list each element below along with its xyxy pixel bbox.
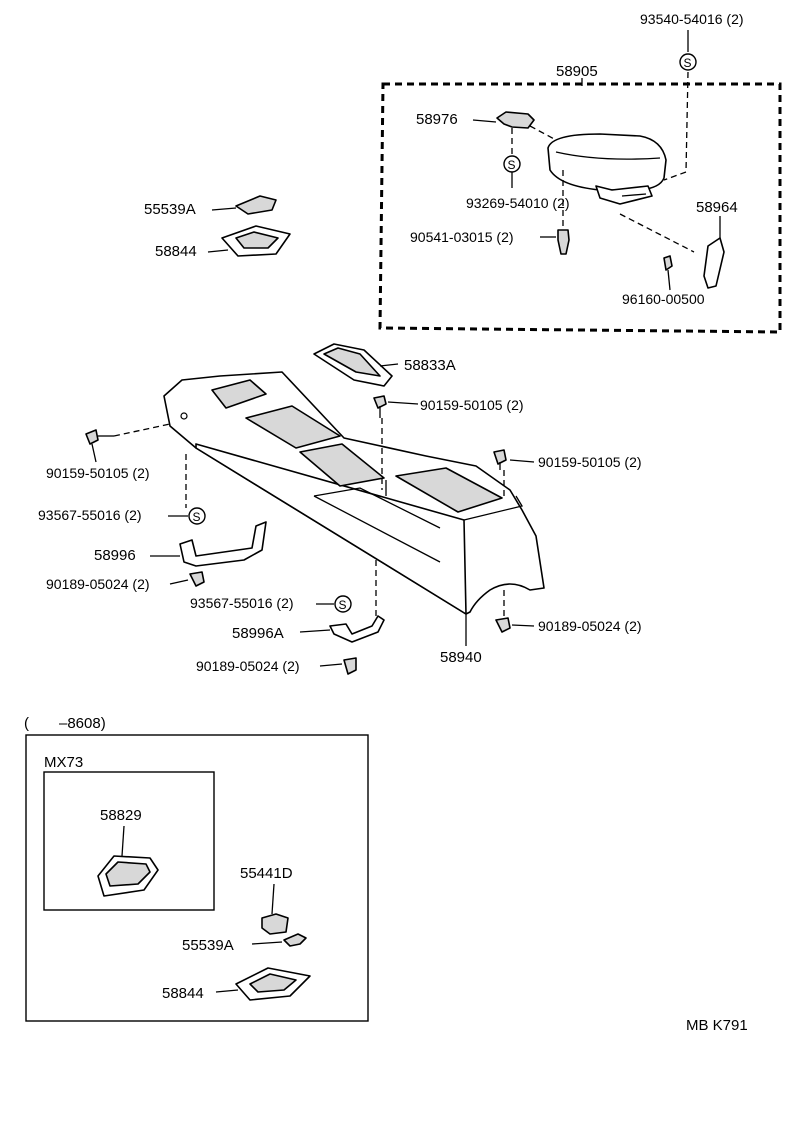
spring-96160 (663, 255, 673, 271)
leader-90189-center (319, 663, 343, 667)
panel-55539a-top (235, 195, 277, 215)
latch-58964 (703, 237, 725, 289)
label-90541-03015: 90541-03015 (2) (410, 229, 514, 245)
panel-group-top-left: 55539A 58844 (144, 195, 291, 260)
leader-58976 (472, 119, 497, 123)
leader-90189-right (511, 624, 535, 627)
leader-55441d (271, 883, 275, 915)
figure-code: MB K791 (686, 1017, 748, 1034)
label-90189-center: 90189-05024 (2) (196, 658, 300, 674)
label-90189-right: 90189-05024 (2) (538, 618, 642, 634)
svg-text:S: S (339, 598, 347, 612)
bolt-90159-left (85, 429, 114, 463)
label-55539a-top: 55539A (144, 201, 196, 218)
label-58833a: 58833A (404, 357, 456, 374)
clip-s-icon: S (334, 595, 352, 613)
leader-58996a (299, 629, 331, 633)
label-58996a: 58996A (232, 625, 284, 642)
armrest-assembly-group: 58905 93540-54016 (2) S 58976 S 93269-54… (378, 11, 782, 334)
label-58829: 58829 (100, 807, 142, 824)
nut-90189-center (343, 657, 357, 675)
center-console-58940: 58940 (163, 371, 545, 666)
hinge-58976 (496, 111, 535, 129)
tray-58829 (97, 855, 159, 897)
armrest-lid (547, 133, 667, 205)
nut-90189-left (189, 571, 205, 587)
label-58844-top: 58844 (155, 243, 197, 260)
inset-border (25, 734, 369, 1022)
label-96160-00500: 96160-00500 (622, 291, 705, 307)
svg-text:S: S (193, 510, 201, 524)
leader-90189-left (169, 579, 189, 585)
bracket-58996a (329, 615, 385, 643)
switch-55441d (261, 913, 289, 935)
bolt-90159-center (373, 395, 419, 418)
dash-hinge-lid (529, 125, 557, 141)
svg-text:S: S (684, 56, 692, 70)
label-inset-range: ( –8608) (24, 715, 106, 732)
bracket-58996 (179, 521, 267, 567)
bolt-90159-right (493, 449, 535, 470)
label-58844-inset: 58844 (162, 985, 204, 1002)
dash-lid-latch (619, 213, 695, 253)
label-58940: 58940 (440, 649, 482, 666)
label-58964: 58964 (696, 199, 738, 216)
label-93567-left: 93567-55016 (2) (38, 507, 142, 523)
label-90189-left: 90189-05024 (2) (46, 576, 150, 592)
label-58996: 58996 (94, 547, 136, 564)
dash-93540-to-lid (685, 71, 689, 173)
leader-58829 (121, 825, 125, 857)
leader-96160 (667, 269, 671, 291)
leader-58844-top (207, 249, 229, 253)
label-58905: 58905 (556, 63, 598, 80)
svg-text:S: S (508, 158, 516, 172)
tray-58833a-group: 58833A (313, 343, 456, 387)
leader-55539a-inset (251, 941, 283, 945)
inset-group: ( –8608) MX73 58829 55441D 55539A 58844 (24, 715, 369, 1022)
label-90159-right: 90159-50105 (2) (538, 454, 642, 470)
label-55441d: 55441D (240, 865, 293, 882)
label-90159-left: 90159-50105 (2) (46, 465, 150, 481)
label-58976: 58976 (416, 111, 458, 128)
panel-58844-inset (235, 967, 311, 1001)
leader-58833a (379, 363, 399, 367)
leader-58844-inset (215, 989, 239, 993)
nut-90189-right (495, 617, 511, 633)
dash-left-bolt (113, 423, 171, 437)
panel-58844-top (221, 225, 291, 257)
mx73-border (43, 771, 215, 911)
label-90159-center: 90159-50105 (2) (420, 397, 524, 413)
clip-s-icon: S (679, 53, 697, 71)
panel-55539a-inset (283, 933, 307, 947)
label-93269-54010: 93269-54010 (2) (466, 195, 570, 211)
clip-s-icon: S (503, 155, 521, 173)
screw-90541 (557, 229, 570, 255)
label-93567-center: 93567-55016 (2) (190, 595, 294, 611)
label-93540-54016: 93540-54016 (2) (640, 11, 744, 27)
clip-s-icon: S (188, 507, 206, 525)
armrest-group-dashed-border (378, 82, 782, 334)
leader-55539a-top (211, 207, 237, 211)
dash-93540-to-lid-2 (663, 171, 687, 181)
label-55539a-inset: 55539A (182, 937, 234, 954)
label-mx73: MX73 (44, 754, 83, 771)
